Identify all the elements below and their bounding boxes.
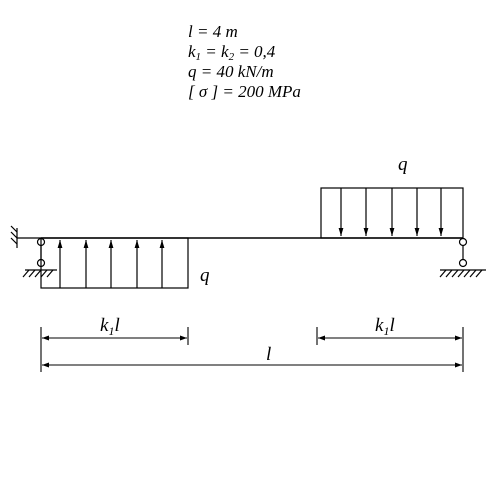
param-k: k1 = k2 = 0,4	[188, 42, 301, 63]
param-length: l = 4 m	[188, 22, 238, 41]
dimension-left	[40, 327, 189, 372]
param-k2-label: = k	[201, 42, 229, 61]
left-distributed-load	[40, 237, 189, 289]
left-fixed-wall-support	[10, 225, 41, 248]
param-k1-label: k	[188, 42, 196, 61]
dimension-left-label: k1l	[100, 315, 120, 338]
param-load: q = 40 kN/m	[188, 62, 274, 81]
param-k-value: = 0,4	[234, 42, 276, 61]
left-pin-support	[22, 237, 57, 278]
right-distributed-load	[320, 187, 464, 239]
param-k1-index: 1	[195, 51, 202, 63]
dimension-right	[316, 327, 464, 372]
parameters-block: l = 4 m k1 = k2 = 0,4 q = 40 kN/m [ σ ] …	[188, 22, 301, 102]
load-label-left: q	[200, 265, 210, 286]
dimension-total-label: l	[266, 344, 271, 365]
right-pin-support	[439, 237, 486, 278]
dimension-right-label: k1l	[375, 315, 395, 338]
param-stress: [ σ ] = 200 MPa	[188, 82, 301, 101]
load-label-right: q	[398, 154, 408, 175]
param-k2-index: 2	[228, 51, 235, 63]
